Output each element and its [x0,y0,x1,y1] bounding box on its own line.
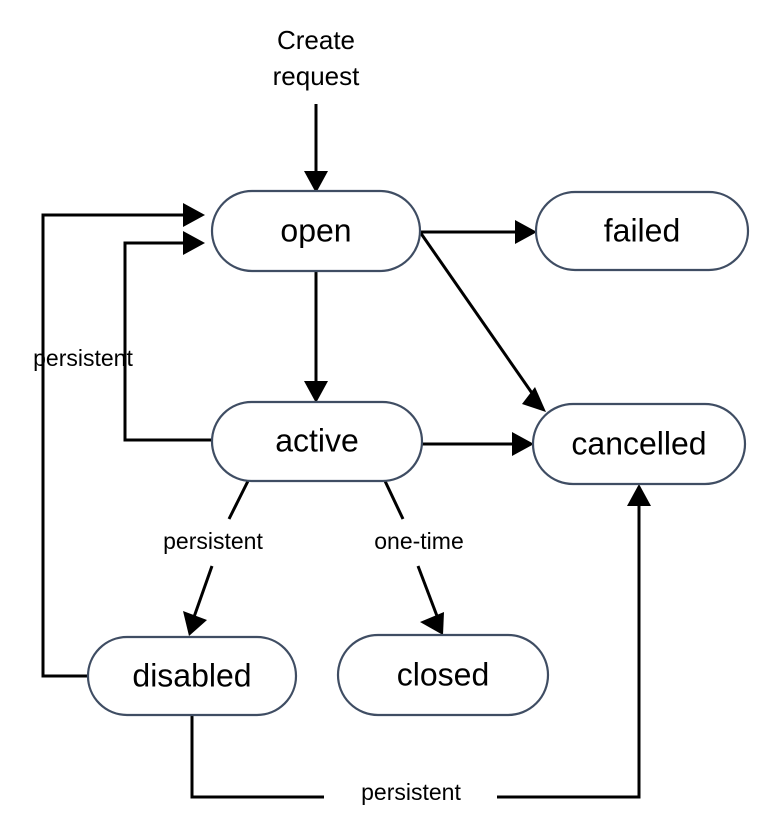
edge-create-to-open-arrowhead [304,171,328,193]
edge-active-to-closed-line-lower [416,565,439,617]
edge-active-to-disabled-arrowhead [183,611,207,636]
edge-active-to-disabled [183,480,250,636]
edge-active-to-disabled-line-lower [192,565,214,618]
edge-label-persistent-active-to-disabled: persistent [163,528,263,554]
edge-label-create-request-line1: Create [277,25,355,55]
edge-active-to-cancelled [422,432,534,456]
edge-open-to-active-arrowhead [304,381,328,403]
edge-active-to-open-arrowhead [183,231,205,255]
edge-open-to-cancelled-line [418,231,536,397]
node-active[interactable]: active [210,400,424,483]
edge-open-to-failed-arrowhead [515,220,537,244]
node-disabled-label: disabled [132,657,251,693]
node-closed[interactable]: closed [336,633,550,717]
node-failed-shape[interactable] [534,190,750,272]
edge-active-to-closed [383,480,444,635]
edge-open-to-active [304,271,328,403]
edge-disabled-to-open-path [41,213,185,678]
node-closed-label: closed [397,656,490,692]
edge-active-to-open-path [123,241,212,442]
node-open-label: open [280,212,351,248]
edge-active-to-cancelled-arrowhead [512,432,534,456]
node-active-shape[interactable] [210,400,424,483]
node-disabled[interactable]: disabled [86,635,298,717]
edge-disabled-to-open [41,203,205,678]
edge-open-to-cancelled-arrowhead [522,387,546,412]
edge-create-to-open [304,104,328,193]
edge-label-one-time-active-to-closed: one-time [374,528,463,554]
edge-label-persistent-disabled-to-open: persistent [33,345,133,371]
edge-disabled-to-cancelled [190,484,651,799]
edge-label-create-request: Create request [273,25,360,91]
node-open[interactable]: open [210,189,422,273]
node-cancelled[interactable]: cancelled [531,402,747,486]
edge-disabled-to-cancelled-path-right [497,498,641,799]
edge-active-to-closed-arrowhead [420,612,444,635]
edge-disabled-to-cancelled-path-left [190,715,324,799]
node-cancelled-label: cancelled [571,425,706,461]
edge-active-to-closed-line-upper [383,480,405,520]
edge-active-to-disabled-line-upper [227,480,250,520]
edge-open-to-cancelled [418,231,546,412]
edge-open-to-failed [420,220,537,244]
node-disabled-shape[interactable] [86,635,298,717]
edge-label-persistent-disabled-to-cancelled: persistent [361,779,461,805]
node-cancelled-shape[interactable] [531,402,747,486]
edge-label-create-request-line2: request [273,61,360,91]
node-open-shape[interactable] [210,189,422,273]
edge-active-to-open [123,231,212,442]
node-failed[interactable]: failed [534,190,750,272]
edge-disabled-to-cancelled-arrowhead [627,484,651,506]
node-closed-shape[interactable] [336,633,550,717]
edge-disabled-to-open-arrowhead [183,203,205,227]
node-active-label: active [275,422,359,458]
node-failed-label: failed [604,212,681,248]
